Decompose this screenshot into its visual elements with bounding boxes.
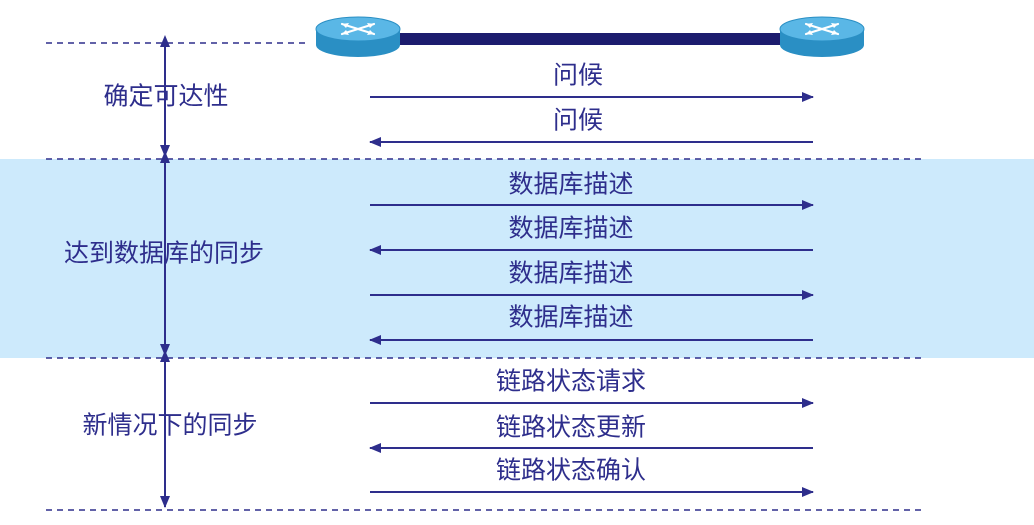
phase-label-reachability: 确定可达性 (103, 81, 229, 111)
message-label-2: 问候 (552, 105, 604, 135)
router-icon (779, 16, 865, 57)
phase-label-update-sync: 新情况下的同步 (82, 410, 258, 440)
router-icon (315, 16, 401, 57)
message-label-3: 数据库描述 (508, 169, 634, 199)
message-label-5: 数据库描述 (508, 258, 634, 288)
message-label-4: 数据库描述 (508, 213, 634, 243)
phase-label-db-sync: 达到数据库的同步 (63, 238, 265, 268)
router-link (395, 33, 787, 45)
message-label-8: 链路状态更新 (495, 412, 647, 442)
message-label-7: 链路状态请求 (495, 366, 647, 396)
message-label-1: 问候 (552, 60, 604, 90)
message-label-6: 数据库描述 (508, 302, 634, 332)
message-label-9: 链路状态确认 (495, 455, 647, 485)
sync-phase-band (0, 159, 1034, 358)
